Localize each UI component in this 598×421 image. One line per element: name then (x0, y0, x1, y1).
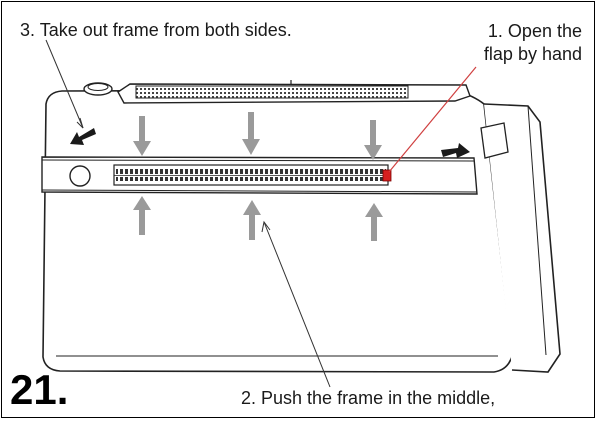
instruction-step3: 3. Take out frame from both sides. (20, 20, 292, 40)
callout-step3-line (45, 39, 84, 129)
step-number: 21. (10, 366, 69, 413)
instruction-step1-line2: flap by hand (483, 44, 582, 64)
push-arrows-top (133, 112, 382, 160)
top-knob (83, 82, 113, 96)
instruction-step2: 2. Push the frame in the middle, (241, 388, 496, 408)
side-tab (480, 122, 509, 159)
side-panel (483, 103, 561, 373)
flap-highlight (382, 169, 392, 182)
top-grille (135, 85, 409, 99)
take-out-arrows (70, 128, 470, 158)
callout-step2-line (263, 221, 331, 388)
push-arrows-bottom (133, 196, 383, 241)
round-indicator (69, 165, 91, 187)
unit-body (42, 89, 513, 373)
callout-step1-line (388, 66, 477, 173)
instruction-step1-line1: 1. Open the (487, 21, 582, 41)
